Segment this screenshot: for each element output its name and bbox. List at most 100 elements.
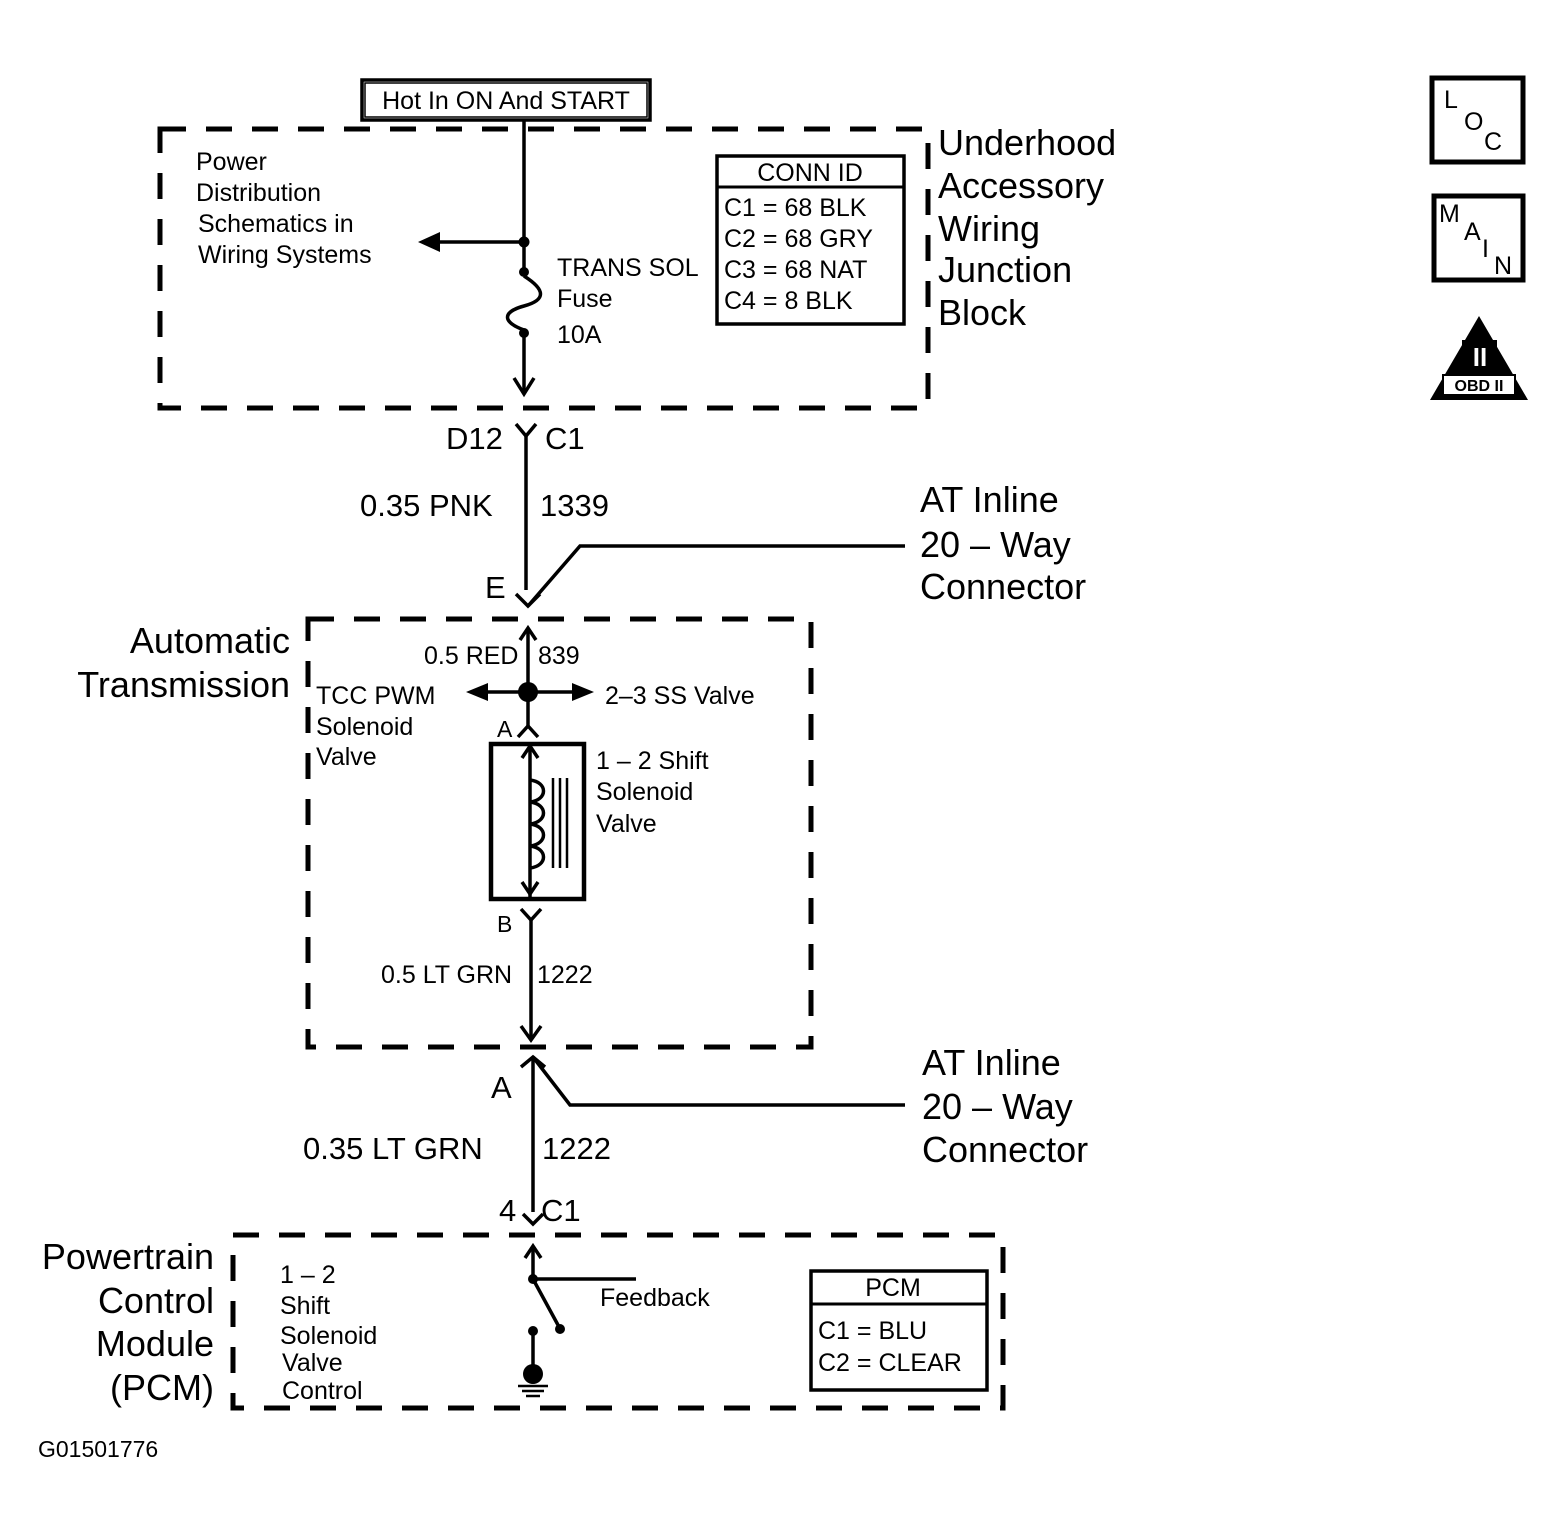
connector-fork-icon [514,422,538,439]
fuse-icon [505,267,543,338]
transmission-block-border [305,616,814,1050]
svg-text:TCC PWM: TCC PWM [316,682,435,710]
tcc-pwm-label: TCC PWM Solenoid Valve [316,682,435,771]
svg-text:Solenoid: Solenoid [596,778,693,806]
tcc-arrow-icon [466,683,488,701]
svg-text:O: O [1464,108,1483,136]
connector-d12-label: D12 [446,421,503,456]
conn-id-row: C2 = 68 GRY [724,225,873,253]
svg-text:Junction: Junction [938,249,1072,290]
svg-text:10A: 10A [557,321,602,349]
power-distribution-note: Power Distribution Schematics in Wiring … [196,148,372,269]
wire-lt-grn-inner-gauge: 0.5 LT GRN [381,961,512,989]
wire-pnk-circuit: 1339 [540,488,609,523]
svg-text:Distribution: Distribution [196,179,321,207]
svg-text:Control: Control [282,1377,363,1405]
svg-text:Connector: Connector [920,566,1086,607]
svg-text:Wiring: Wiring [938,208,1040,249]
wire-red-circuit: 839 [538,642,580,670]
underhood-block-border [157,126,931,411]
pin-b-icon [519,907,543,923]
svg-text:Wiring Systems: Wiring Systems [198,241,372,269]
wire-lt-grn-gauge: 0.35 LT GRN [303,1131,483,1166]
solenoid-label: 1 – 2 Shift Solenoid Valve [596,747,709,838]
svg-text:Control: Control [98,1280,214,1321]
svg-text:Valve: Valve [316,743,377,771]
obd-ii-label: OBD II [1455,378,1504,395]
pcm-block-border [230,1232,1006,1411]
wire-red-gauge: 0.5 RED [424,642,518,670]
conn-id-row: C1 = 68 BLK [724,194,867,222]
switch-icon [528,1278,565,1366]
svg-text:Shift: Shift [280,1292,330,1320]
branch-arrow-icon [418,232,440,252]
arrow-down-icon [519,1024,543,1044]
conn-id-row: C4 = 8 BLK [724,287,853,315]
pcm-connector-c1: C1 [541,1193,581,1228]
obd-ii-icon: II OBD II [1430,316,1528,400]
wire-lt-grn-circuit: 1222 [542,1131,611,1166]
inline-connector-2-label: AT Inline 20 – Way Connector [922,1042,1088,1170]
connector-c1-label: C1 [545,421,585,456]
svg-text:Valve: Valve [282,1349,343,1377]
svg-text:Connector: Connector [922,1129,1088,1170]
wire-pnk-gauge: 0.35 PNK [360,488,493,523]
underhood-title: Underhood Accessory Wiring Junction Bloc… [938,122,1116,333]
pcm-table-row: C1 = BLU [818,1317,927,1345]
pcm-connector-icon [521,1212,545,1227]
inline-connector-1-label: AT Inline 20 – Way Connector [920,479,1086,607]
svg-text:Valve: Valve [596,810,657,838]
svg-text:AT Inline: AT Inline [920,479,1059,520]
obd-ii-symbol: II [1473,342,1487,372]
fuse-label: TRANS SOL Fuse 10A [557,254,699,349]
svg-text:Solenoid: Solenoid [280,1322,377,1350]
ss-arrow-icon [572,683,594,701]
pcm-control-label: 1 – 2 Shift Solenoid Valve Control [280,1261,377,1405]
svg-text:Module: Module [96,1323,214,1364]
conn-id-header: CONN ID [757,159,863,187]
main-icon: M A I N [1431,193,1526,283]
solenoid-icon [488,741,587,902]
figure-id: G01501776 [38,1436,158,1462]
loc-icon: L O C [1429,75,1526,165]
ss-valve-label: 2–3 SS Valve [605,682,755,710]
pcm-table-row: C2 = CLEAR [818,1349,962,1377]
feedback-label: Feedback [600,1284,710,1312]
svg-text:A: A [1464,218,1481,246]
pin-a-label: A [497,716,513,742]
svg-text:Power: Power [196,148,267,176]
svg-text:20 – Way: 20 – Way [920,524,1071,565]
pcm-connector-table: PCM C1 = BLU C2 = CLEAR [809,1269,989,1392]
ground-icon [518,1364,548,1398]
svg-text:Underhood: Underhood [938,122,1116,163]
pcm-table-header: PCM [865,1274,921,1302]
svg-text:I: I [1482,235,1489,263]
svg-text:N: N [1494,252,1512,280]
svg-text:Solenoid: Solenoid [316,713,413,741]
svg-text:Powertrain: Powertrain [42,1236,214,1277]
pin-a-icon [516,723,540,739]
transmission-title: Automatic Transmission [77,620,290,705]
inline-connector-1-leader [526,544,905,608]
hot-in-text: Hot In ON And START [382,87,630,115]
svg-text:C: C [1484,128,1502,156]
pin-b-label: B [497,911,512,937]
arrow-down-icon [512,377,536,398]
pcm-connector-pin: 4 [499,1193,516,1228]
svg-text:AT Inline: AT Inline [922,1042,1061,1083]
svg-text:Block: Block [938,292,1027,333]
svg-text:Accessory: Accessory [938,165,1104,206]
svg-text:M: M [1439,200,1460,228]
hot-in-label: Hot In ON And START [360,78,652,122]
svg-text:Automatic: Automatic [130,620,290,661]
inline-connector-2-pin: A [491,1070,512,1105]
wire-lt-grn-inner-circuit: 1222 [537,961,593,989]
svg-text:1 – 2: 1 – 2 [280,1261,336,1289]
pcm-title: Powertrain Control Module (PCM) [42,1236,214,1408]
svg-text:1 – 2 Shift: 1 – 2 Shift [596,747,709,775]
conn-id-table: CONN ID C1 = 68 BLK C2 = 68 GRY C3 = 68 … [715,154,906,326]
svg-text:Fuse: Fuse [557,285,613,313]
svg-text:TRANS SOL: TRANS SOL [557,254,699,282]
inline-connector-1-pin: E [485,570,506,605]
